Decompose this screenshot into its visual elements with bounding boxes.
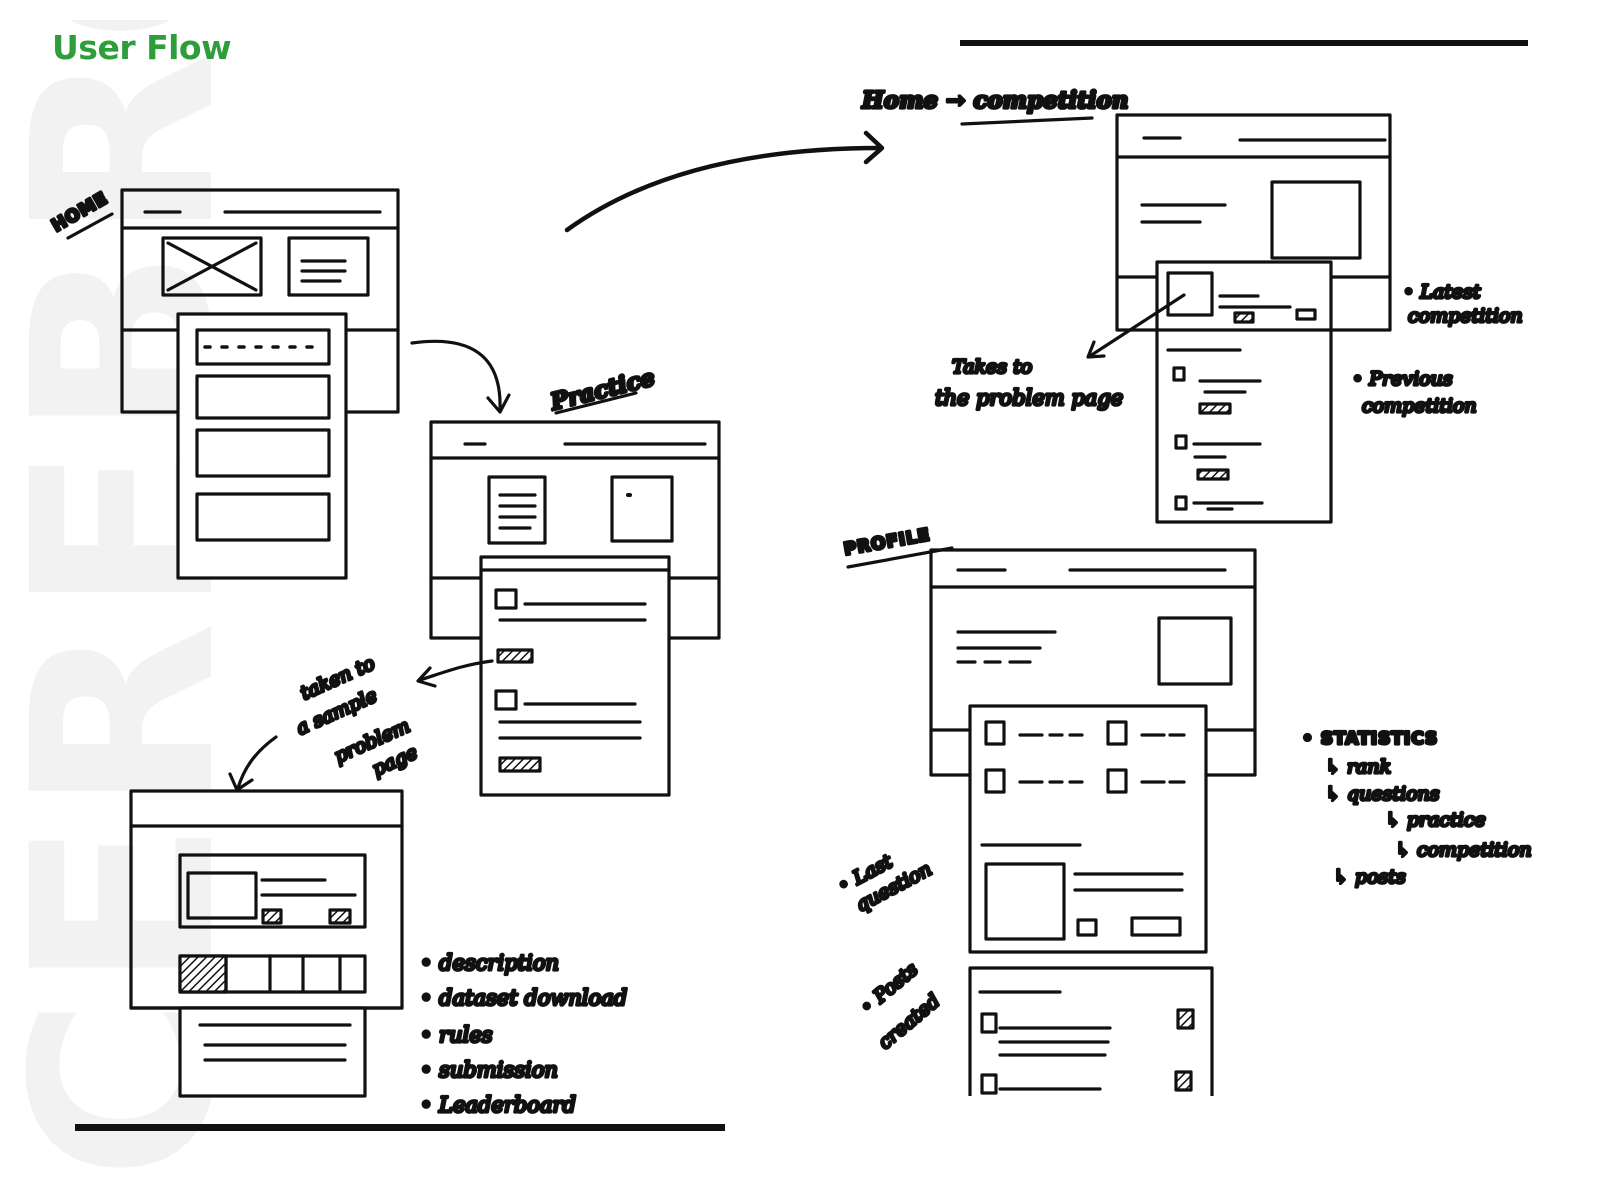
statistics-practice: ↳ practice <box>1385 809 1486 831</box>
statistics-competition: ↳ competition <box>1395 839 1532 861</box>
statistics-posts: ↳ posts <box>1333 866 1406 888</box>
annotation-latest: • Latest competition <box>1401 279 1524 328</box>
home-label-text: HOME <box>49 188 112 236</box>
feature-description: • description <box>420 951 559 975</box>
profile-wireframe <box>929 548 1257 1100</box>
latest-line-2: competition <box>1408 305 1523 327</box>
previous-line-1: • Previous <box>1352 368 1453 390</box>
annotation-posts-created: • Posts created <box>854 957 946 1056</box>
arrow-practice-to-problem <box>416 659 494 688</box>
page-title: User Flow <box>52 28 232 67</box>
takes-to-line-2: the problem page <box>935 386 1123 410</box>
annotation-takes-to: Takes to the problem page <box>933 354 1124 411</box>
competition-label: Home → competition <box>859 85 1130 126</box>
practice-label-text: Practice <box>547 364 658 416</box>
paper-edge <box>75 40 1528 1131</box>
problem-page-wireframe <box>129 789 404 1098</box>
problem-features-list: • description • dataset download • rules… <box>418 949 628 1118</box>
annotation-last-question: • Last question <box>832 849 937 918</box>
competition-wireframe <box>1115 113 1392 524</box>
practice-wireframe <box>429 420 721 797</box>
arrow-to-problem-page <box>228 735 278 792</box>
feature-leaderboard: • Leaderboard <box>420 1093 576 1117</box>
statistics-rank: ↳ rank <box>1325 756 1391 778</box>
statistics-questions: ↳ questions <box>1325 783 1440 805</box>
statistics-heading: • STATISTICS <box>1302 729 1438 749</box>
competition-flow-text: Home → competition <box>861 87 1129 114</box>
annotation-statistics: • STATISTICS ↳ rank ↳ questions ↳ practi… <box>1300 727 1533 889</box>
latest-line-1: • Latest <box>1403 281 1481 303</box>
annotation-previous: • Previous competition <box>1350 366 1478 418</box>
previous-line-2: competition <box>1362 395 1477 417</box>
arrow-home-to-practice <box>410 339 511 414</box>
feature-submission: • submission <box>420 1058 558 1082</box>
home-label: HOME <box>47 187 114 240</box>
profile-label: PROFILE <box>841 523 954 569</box>
home-wireframe <box>120 188 400 580</box>
practice-label: Practice <box>545 362 659 417</box>
arrow-home-to-competition <box>564 130 885 233</box>
feature-dataset-download: • dataset download <box>420 986 627 1010</box>
annotation-taken-to: taken to a sample problem page <box>291 651 422 782</box>
scan-cut <box>930 1096 1230 1126</box>
feature-rules: • rules <box>420 1023 493 1047</box>
takes-to-line-1: Takes to <box>952 356 1032 378</box>
arrow-competition-to-problem <box>1086 293 1186 359</box>
